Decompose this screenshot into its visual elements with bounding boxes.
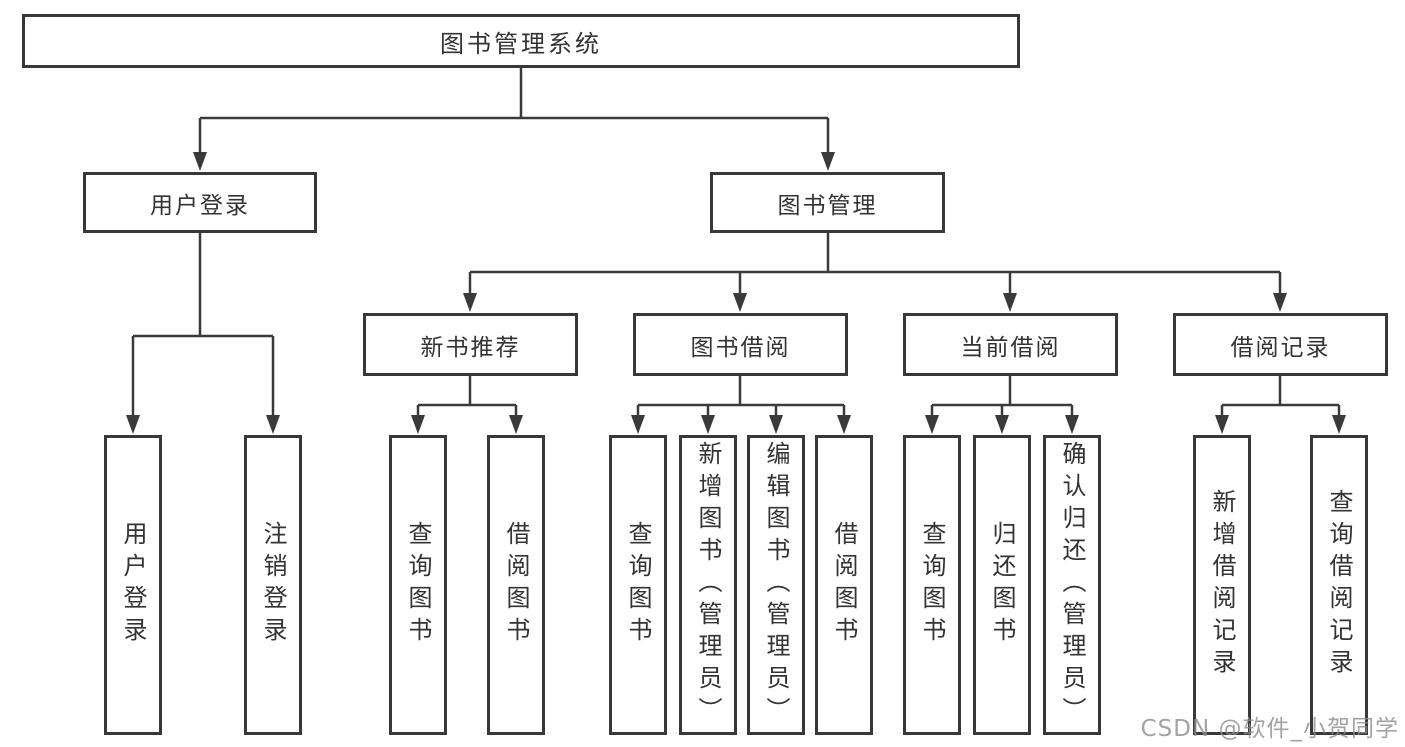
- leaf-query-books-current: 查询图书: [903, 435, 961, 735]
- connector-current-borrow-to-children: [930, 376, 1074, 419]
- node-book-borrow: 图书借阅: [633, 313, 848, 376]
- connector-book-borrow-to-children: [636, 376, 846, 419]
- leaf-confirm-return-admin: 确认归还（管理员）: [1043, 435, 1101, 735]
- leaf-borrow-books: 借阅图书: [815, 435, 873, 735]
- arrowheads: [126, 152, 1346, 434]
- node-user-login: 用户登录: [83, 172, 317, 233]
- connector-root-to-level2: [198, 68, 830, 156]
- connector-book-mgmt-to-level3: [468, 233, 1282, 297]
- leaf-borrow-books-recommend: 借阅图书: [487, 435, 545, 735]
- node-current-borrow: 当前借阅: [903, 313, 1118, 376]
- node-library-system: 图书管理系统: [22, 14, 1020, 68]
- leaf-query-borrow-record: 查询借阅记录: [1310, 435, 1368, 735]
- node-borrow-record: 借阅记录: [1173, 313, 1388, 376]
- leaf-logout: 注销登录: [244, 435, 302, 735]
- node-new-book-recommend: 新书推荐: [363, 313, 578, 376]
- node-book-management: 图书管理: [710, 172, 945, 233]
- csdn-watermark: CSDN @软件_小贺同学: [1140, 716, 1399, 742]
- connector-borrow-record-to-children: [1220, 376, 1341, 419]
- connector-user-login-to-children: [131, 233, 275, 419]
- leaf-edit-book-admin: 编辑图书（管理员）: [747, 435, 805, 735]
- leaf-query-books-borrow: 查询图书: [609, 435, 667, 735]
- leaf-add-borrow-record: 新增借阅记录: [1193, 435, 1251, 735]
- connector-new-book-rec-to-children: [416, 376, 518, 419]
- connector-lines: [131, 68, 1341, 419]
- leaf-add-book-admin: 新增图书（管理员）: [679, 435, 737, 735]
- leaf-user-login: 用户登录: [104, 435, 162, 735]
- leaf-query-books-recommend: 查询图书: [389, 435, 447, 735]
- leaf-return-book: 归还图书: [973, 435, 1031, 735]
